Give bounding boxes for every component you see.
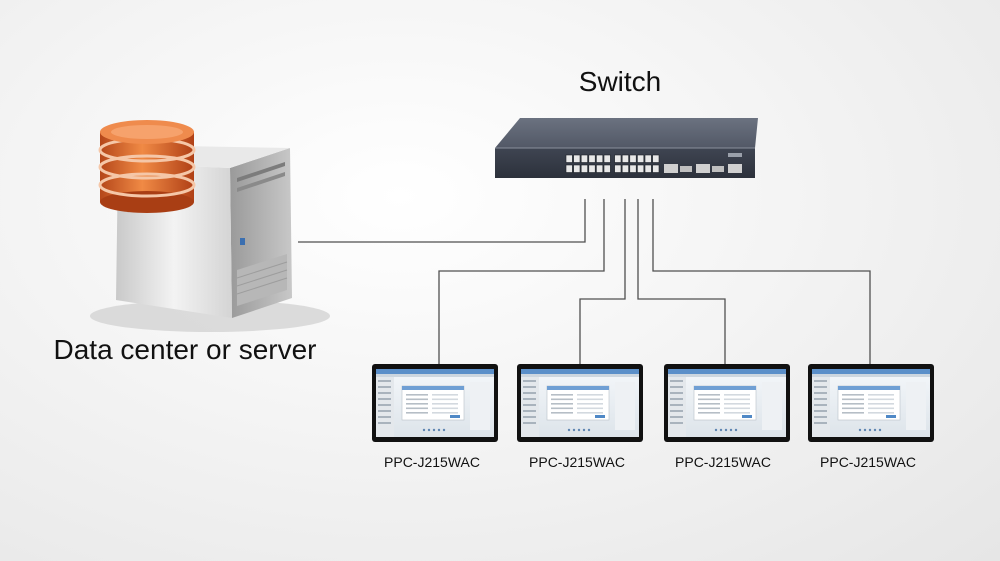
panel-pc-icon (372, 364, 498, 442)
switch-label: Switch (578, 66, 662, 97)
switch-ports (565, 154, 660, 173)
database-icon (98, 120, 196, 213)
device-label: PPC-J215WAC (820, 454, 916, 470)
device-label: PPC-J215WAC (529, 454, 625, 470)
device-link-2 (579, 199, 626, 368)
device-link-3 (637, 199, 726, 368)
device-link-4 (652, 199, 871, 368)
server-label: Data center or server (53, 334, 317, 365)
server-link (298, 199, 586, 243)
connection-lines (298, 199, 871, 368)
switch-icon (495, 118, 758, 178)
panel-pc-icon (808, 364, 934, 442)
device-link-1 (438, 199, 605, 368)
device-label: PPC-J215WAC (384, 454, 480, 470)
panel-pc-icon (664, 364, 790, 442)
panel-pc-icon (517, 364, 643, 442)
device-label: PPC-J215WAC (675, 454, 771, 470)
